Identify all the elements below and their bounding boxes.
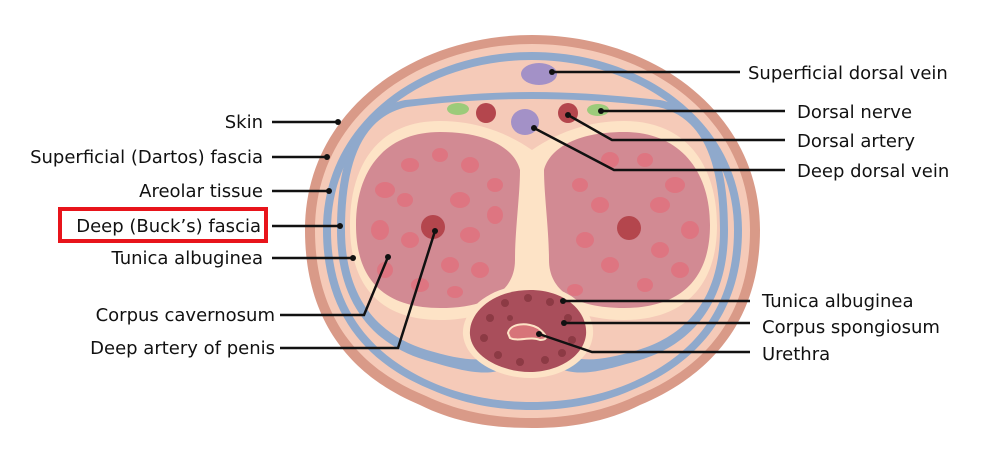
right-labels: Superficial dorsal vein Dorsal nerve Dor… — [748, 63, 949, 365]
deep-artery-left — [421, 215, 445, 239]
label-corpus-spongiosum: Corpus spongiosum — [762, 317, 940, 338]
spongiosum-spaces — [480, 294, 576, 366]
highlight-box — [58, 207, 268, 243]
cross-section-illustration — [305, 35, 760, 428]
left-labels: Skin Superficial (Dartos) fascia Areolar… — [30, 112, 275, 359]
label-tunica-albuginea-left: Tunica albuginea — [110, 248, 263, 269]
label-urethra: Urethra — [762, 344, 830, 365]
label-superficial-dorsal-vein: Superficial dorsal vein — [748, 63, 948, 84]
deep-artery-right — [617, 216, 641, 240]
label-dorsal-artery: Dorsal artery — [797, 131, 915, 152]
label-tunica-albuginea-right: Tunica albuginea — [761, 291, 914, 312]
label-dorsal-nerve: Dorsal nerve — [797, 102, 912, 123]
dorsal-nerve-left — [447, 103, 469, 115]
cavernous-spaces — [371, 148, 699, 298]
label-deep-fascia: Deep (Buck’s) fascia — [76, 216, 261, 237]
dorsal-artery-left — [476, 103, 496, 123]
leader-lines — [272, 69, 785, 354]
label-deep-artery: Deep artery of penis — [90, 338, 275, 359]
dorsal-nerve-right — [587, 104, 609, 116]
label-corpus-cavernosum: Corpus cavernosum — [96, 305, 275, 326]
superficial-dorsal-vein — [521, 63, 557, 85]
label-skin: Skin — [225, 112, 263, 133]
deep-dorsal-vein — [511, 109, 539, 135]
label-deep-dorsal-vein: Deep dorsal vein — [797, 161, 949, 182]
label-areolar-tissue: Areolar tissue — [139, 181, 263, 202]
label-superficial-fascia: Superficial (Dartos) fascia — [30, 147, 263, 168]
